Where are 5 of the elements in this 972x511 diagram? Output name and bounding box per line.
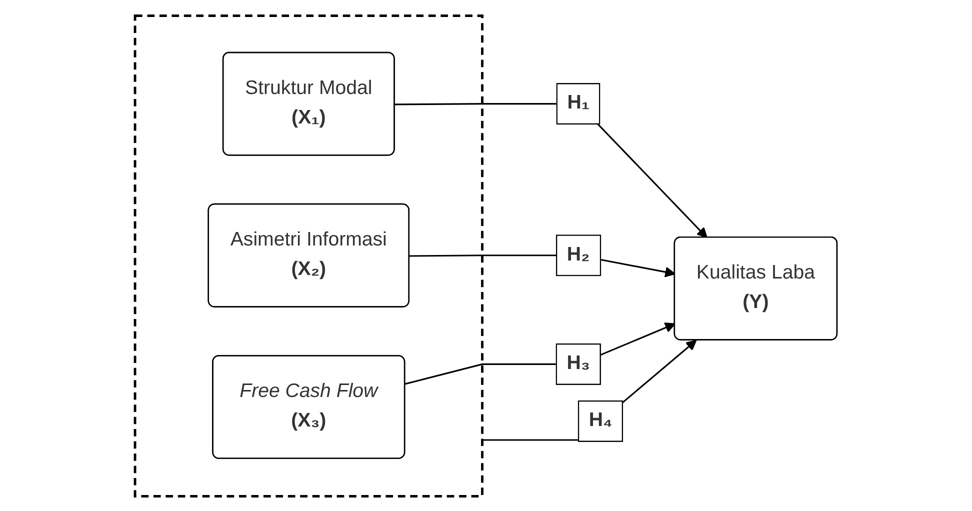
- edge-label: H₃: [566, 352, 590, 374]
- edge-label: H₂: [566, 244, 590, 265]
- edge-label: H₄: [588, 410, 612, 430]
- cluster: [134, 14, 484, 497]
- edge-label: H₁: [567, 92, 590, 114]
